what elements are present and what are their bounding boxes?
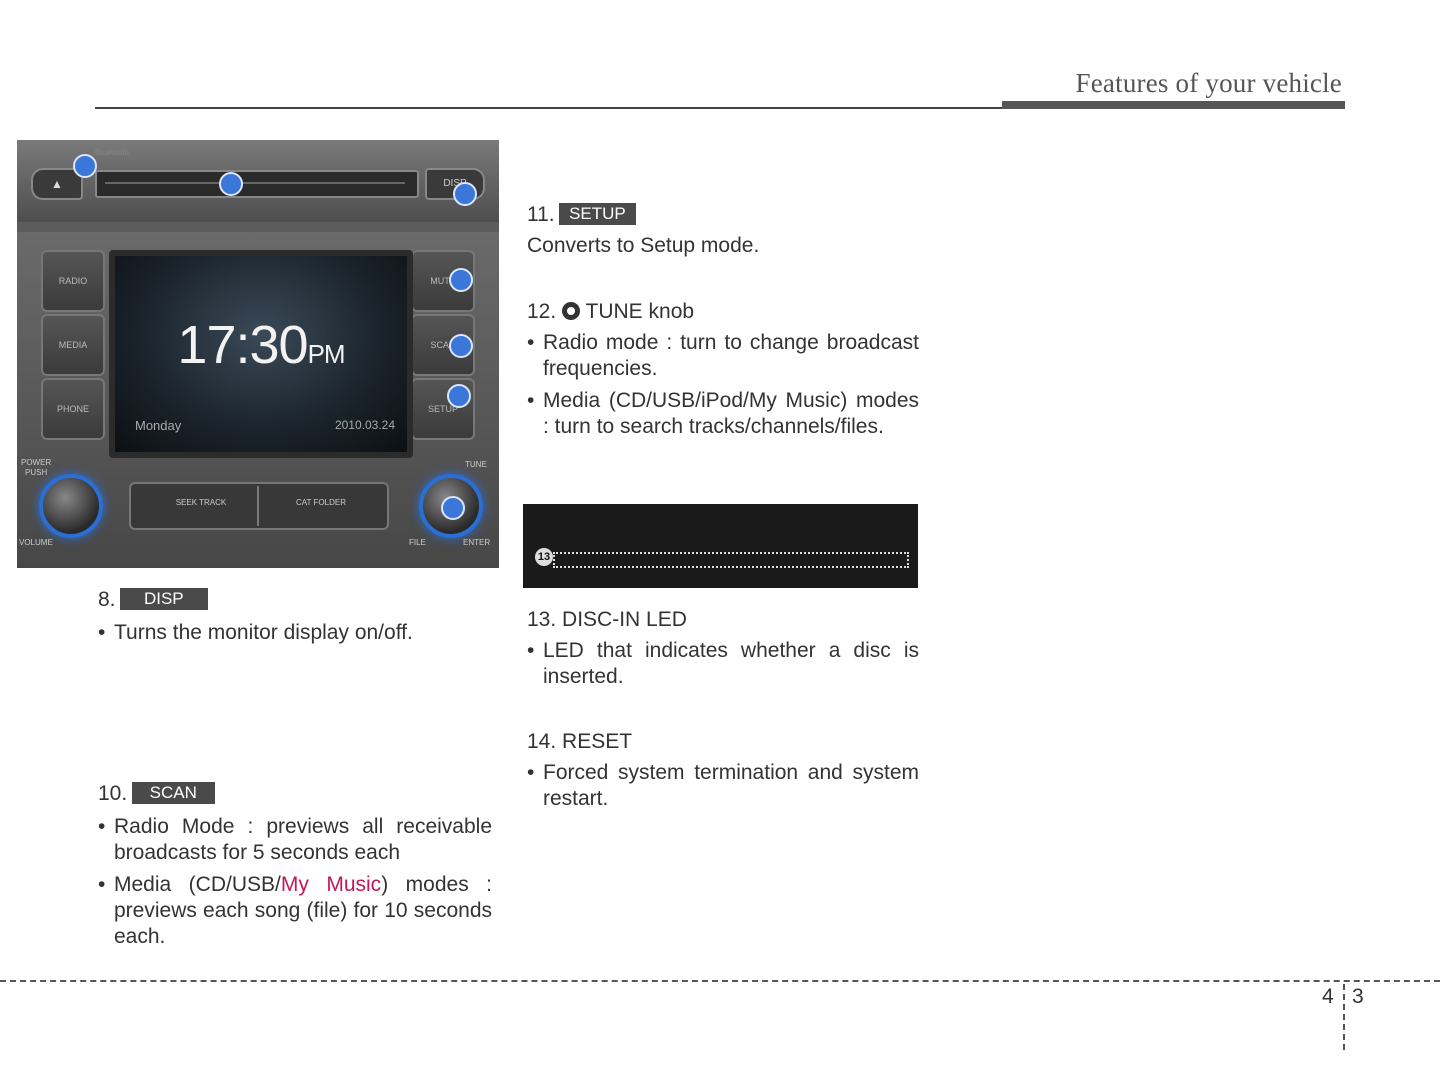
item-11-number: 11. xyxy=(527,203,555,226)
cat-folder-label: CAT FOLDER xyxy=(296,498,346,507)
item-12-bullet-media: Media (CD/USB/iPod/My Music) modes : tur… xyxy=(527,388,919,440)
header-rule xyxy=(95,107,1005,109)
item-8-heading: 8. DISP xyxy=(98,588,498,612)
item-10-bullet-media: Media (CD/USB/My Music) modes : previews… xyxy=(98,872,492,950)
item-12-number: 12. xyxy=(527,300,557,323)
disp-tag: DISP xyxy=(119,588,208,610)
item-11: 11. SETUP Converts to Setup mode. xyxy=(527,203,919,259)
item-10-bullet-radio: Radio Mode : previews all receivable bro… xyxy=(98,814,492,866)
push-label: PUSH xyxy=(25,468,48,477)
callout-marker xyxy=(219,172,243,196)
callout-marker xyxy=(449,334,473,358)
page-number: 3 xyxy=(1352,985,1364,1008)
item-13-heading: 13. DISC-IN LED xyxy=(527,608,687,631)
item-14-bullet: Forced system termination and system res… xyxy=(527,760,919,812)
disc-in-led-strip xyxy=(553,552,909,568)
callout-marker xyxy=(441,496,465,520)
item-14: 14. RESET Forced system termination and … xyxy=(527,730,919,812)
disc-in-led xyxy=(105,182,405,184)
item-8: 8. DISP Turns the monitor display on/off… xyxy=(98,588,498,646)
phone-button: PHONE xyxy=(41,378,105,440)
seek-cat-rocker: SEEK TRACK CAT FOLDER xyxy=(129,482,389,530)
item-10-heading: 10. SCAN xyxy=(98,782,492,806)
running-header: Features of your vehicle xyxy=(1075,68,1342,98)
screen-day: Monday xyxy=(135,418,182,433)
item-8-bullet: Turns the monitor display on/off. xyxy=(98,620,498,646)
setup-tag: SETUP xyxy=(559,203,636,225)
page-number-separator xyxy=(1343,984,1345,1050)
scan-tag: SCAN xyxy=(131,782,215,804)
item-12: 12. TUNE knob Radio mode : turn to chang… xyxy=(527,300,919,440)
item-12-heading: 12. TUNE knob xyxy=(527,300,919,324)
eject-button: ▲ xyxy=(31,168,83,200)
display-screen: 17:30PM Monday 2010.03.24 xyxy=(109,250,413,458)
tune-knob-icon xyxy=(562,302,581,320)
bluetooth-label: Bluetooth xyxy=(95,148,129,157)
rocker-divider xyxy=(257,486,259,526)
callout-badge-13: 13 xyxy=(535,548,553,566)
item-10-media-text: Media (CD/USB/ xyxy=(114,873,281,896)
item-8-number: 8. xyxy=(98,588,116,611)
power-label: POWER xyxy=(21,458,52,467)
item-13: 13. DISC-IN LED LED that indicates wheth… xyxy=(527,608,919,690)
callout-marker xyxy=(449,268,473,292)
header-rule-accent xyxy=(1002,101,1345,109)
seek-track-label: SEEK TRACK xyxy=(175,498,227,507)
radio-button: RADIO xyxy=(41,250,105,312)
item-12-title: TUNE knob xyxy=(585,300,695,323)
clock: 17:30PM xyxy=(115,314,407,376)
item-10: 10. SCAN Radio Mode : previews all recei… xyxy=(98,782,492,950)
tune-label: TUNE xyxy=(465,460,487,469)
media-button: MEDIA xyxy=(41,314,105,376)
enter-label: ENTER xyxy=(463,538,491,547)
volume-label: VOLUME xyxy=(19,538,53,547)
clock-time: 17:30 xyxy=(177,315,308,375)
item-10-media-text-end: ) modes : previews each song (file) for … xyxy=(114,873,493,948)
item-10-number: 10. xyxy=(98,782,128,805)
volume-knob xyxy=(39,474,103,538)
my-music-highlight: My Music xyxy=(280,873,382,896)
footer-rule xyxy=(0,980,1440,982)
item-14-heading: 14. RESET xyxy=(527,730,633,753)
item-11-heading: 11. SETUP xyxy=(527,203,919,227)
head-unit-illustration: Bluetooth ▲ DISP RADIO MEDIA PHONE MUTE … xyxy=(17,140,499,568)
callout-marker xyxy=(73,154,97,178)
screen-backdrop xyxy=(115,256,407,452)
callout-marker xyxy=(447,384,471,408)
page-chapter: 4 xyxy=(1322,985,1334,1008)
clock-ampm: PM xyxy=(307,339,346,369)
callout-marker xyxy=(453,182,477,206)
disc-in-led-illustration: 13 xyxy=(523,504,918,588)
file-label: FILE xyxy=(409,538,426,547)
item-13-bullet: LED that indicates whether a disc is ins… xyxy=(527,638,919,690)
item-12-bullet-radio: Radio mode : turn to change broadcast fr… xyxy=(527,330,919,382)
screen-date: 2010.03.24 xyxy=(334,418,395,432)
item-11-text: Converts to Setup mode. xyxy=(527,234,760,257)
disc-slot xyxy=(95,170,419,198)
